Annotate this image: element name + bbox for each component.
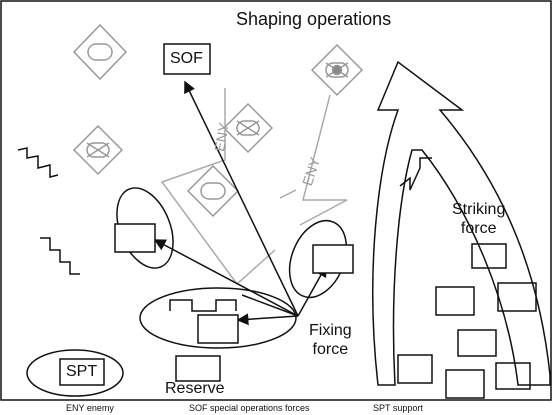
sof-label: SOF xyxy=(170,50,203,67)
enemy-unit-top-right xyxy=(310,43,364,97)
sof-box xyxy=(163,43,211,75)
fixing-force-label-line2: force xyxy=(312,341,349,359)
page-title: Shaping operations xyxy=(236,9,392,29)
legend-item-eny: ENY enemy xyxy=(66,403,114,413)
arrow-to-sof xyxy=(184,80,299,317)
unit-left xyxy=(114,223,156,253)
obstacle-lines xyxy=(17,147,432,275)
legend-item-sof: SOF special operations forces xyxy=(189,403,310,413)
arrow-to-reserve-group xyxy=(236,313,299,326)
arrow-to-left-group xyxy=(153,239,299,317)
spt-box xyxy=(59,358,105,386)
spt-label: SPT xyxy=(66,363,98,380)
reserve-unit xyxy=(175,355,221,382)
unit-right xyxy=(312,244,354,274)
enemy-unit-left-crossed xyxy=(72,124,124,176)
enemy-unit-center-crossed xyxy=(222,102,274,154)
enemy-unit-center xyxy=(186,164,240,218)
striking-force-label: Striking force xyxy=(452,200,505,238)
legend-item-spt: SPT support xyxy=(373,403,423,413)
striking-force-arrow xyxy=(372,60,551,386)
reserve-label: Reserve xyxy=(165,380,225,397)
striking-force-label-line2: force xyxy=(460,220,497,238)
maneuver-arrows xyxy=(153,80,327,326)
unit-reserve-group xyxy=(197,314,239,344)
reserve-group-outline xyxy=(169,299,237,312)
enemy-unit-top-left xyxy=(72,23,128,81)
enemy-boundary xyxy=(160,88,348,286)
fixing-force-label: Fixing force xyxy=(309,321,352,359)
friendly-units xyxy=(59,43,537,399)
striking-force-label-line1: Striking xyxy=(452,201,506,218)
arrow-to-right-group xyxy=(297,264,327,317)
fixing-force-label-line1: Fixing xyxy=(309,322,352,339)
